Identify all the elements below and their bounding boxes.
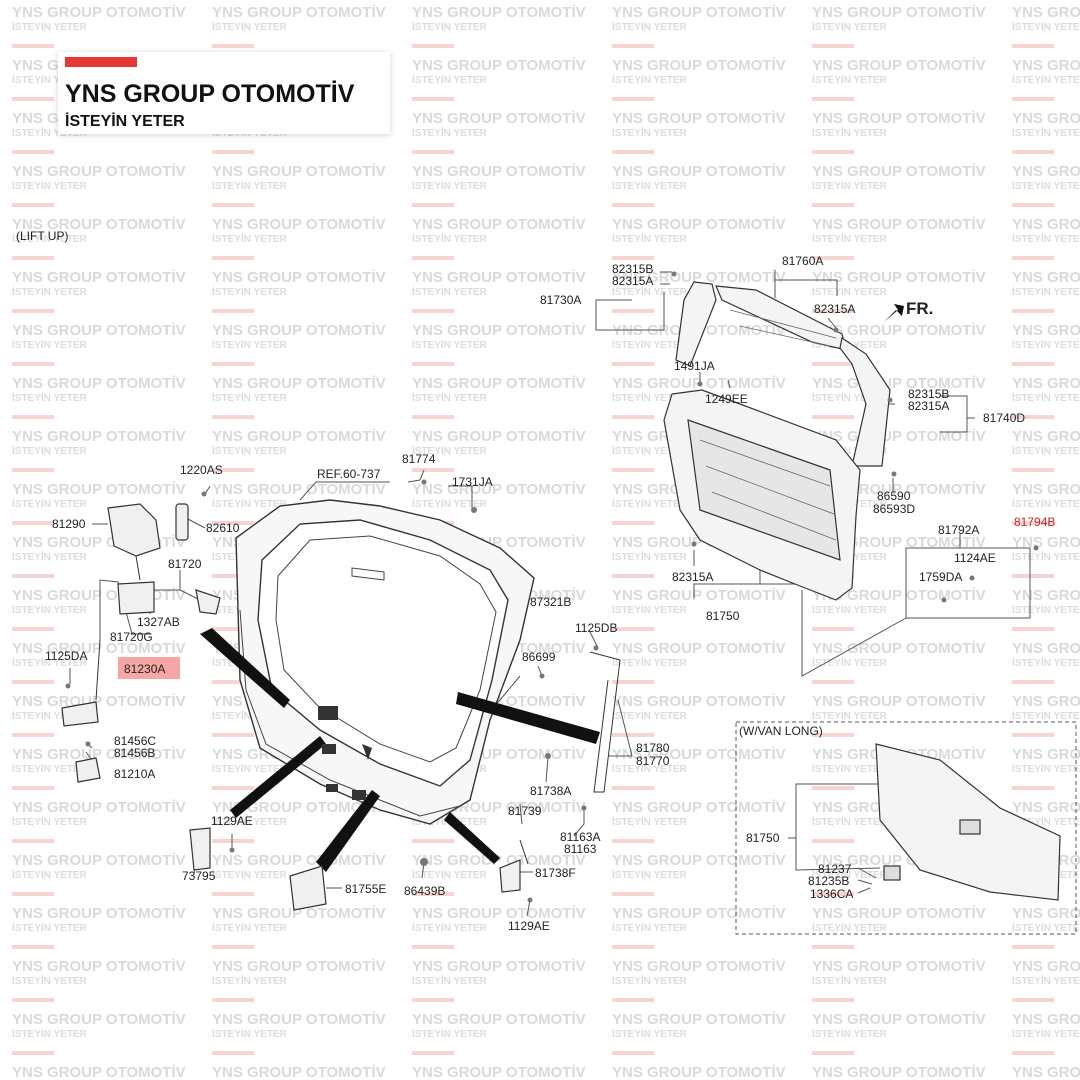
part-label-1125DA: 1125DA xyxy=(45,649,87,663)
part-labels: (LIFT UP) (W/VAN LONG) FR. REF.60-737 82… xyxy=(16,229,1055,933)
part-label-81738F: 81738F xyxy=(535,866,576,880)
part-label-81738A: 81738A xyxy=(530,784,571,798)
lock-components xyxy=(61,503,521,911)
part-label-81792A: 81792A xyxy=(938,523,979,537)
small-fasteners xyxy=(65,271,1039,903)
part-label-82315A-bottom: 82315A xyxy=(672,570,713,584)
part-label-81750-van: 81750 xyxy=(746,831,780,845)
door-latch-parts xyxy=(318,706,372,800)
part-label-81237: 81237 xyxy=(818,862,852,876)
upper-trim-parts xyxy=(663,281,891,601)
part-label-81210A: 81210A xyxy=(114,767,155,781)
view-label-van-long: (W/VAN LONG) xyxy=(739,724,823,738)
part-label-82610: 82610 xyxy=(206,521,240,535)
part-label-81456B: 81456B xyxy=(114,746,155,760)
part-label-81739: 81739 xyxy=(508,804,542,818)
part-label-86439B: 86439B xyxy=(404,884,445,898)
part-label-81774: 81774 xyxy=(402,452,436,466)
part-label-81290: 81290 xyxy=(52,517,86,531)
part-label-81456C: 81456C xyxy=(114,734,156,748)
part-label-81163A: 81163A xyxy=(560,830,600,844)
front-label: FR. xyxy=(906,299,933,318)
part-label-86590: 86590 xyxy=(877,489,911,503)
part-label-86593D: 86593D xyxy=(873,502,915,516)
part-label-81740D: 81740D xyxy=(983,411,1025,425)
part-label-1124AE: 1124AE xyxy=(954,551,996,565)
logo-accent-bar xyxy=(65,57,137,67)
part-label-82315B-right: 82315B xyxy=(908,387,949,401)
part-label-81750-top: 81750 xyxy=(706,609,740,623)
part-label-82315A-right: 82315A xyxy=(814,302,855,316)
part-label-81720G: 81720G xyxy=(110,630,153,644)
part-label-1336CA: 1336CA xyxy=(810,887,853,901)
part-label-81794B: 81794B xyxy=(1014,515,1055,529)
part-label-81230A: 81230A xyxy=(124,662,165,676)
part-label-81235B: 81235B xyxy=(808,874,849,888)
part-label-1249EE: 1249EE xyxy=(705,392,748,406)
part-label-1759DA: 1759DA xyxy=(919,570,962,584)
part-label-81163: 81163 xyxy=(564,842,597,856)
front-arrow-icon xyxy=(884,304,904,322)
reference-bars xyxy=(200,628,600,872)
view-label-lift-up: (LIFT UP) xyxy=(16,229,68,243)
part-label-1129AE-bottom: 1129AE xyxy=(508,919,550,933)
part-label-86699: 86699 xyxy=(522,650,556,664)
part-label-81720: 81720 xyxy=(168,557,202,571)
part-label-1125DB: 1125DB xyxy=(575,621,617,635)
ref-label: REF.60-737 xyxy=(317,467,381,481)
part-label-73795: 73795 xyxy=(182,869,216,883)
part-label-81760A: 81760A xyxy=(782,254,823,268)
part-label-82315B-top: 82315B xyxy=(612,262,653,276)
part-label-82315A-top: 82315A xyxy=(612,274,653,288)
part-label-81730A: 81730A xyxy=(540,293,581,307)
upper-trim-detail xyxy=(699,309,837,541)
part-label-1491JA: 1491JA xyxy=(674,359,715,373)
lock-cables xyxy=(95,555,621,865)
part-label-81770: 81770 xyxy=(636,754,670,768)
logo-name: YNS GROUP OTOMOTİV xyxy=(65,80,355,108)
highlight-box xyxy=(118,657,180,679)
logo-tagline: İSTEYİN YETER xyxy=(65,113,185,130)
part-label-1220AS: 1220AS xyxy=(180,463,223,477)
part-label-82315A-right2: 82315A xyxy=(908,399,949,413)
brand-logo: YNS GROUP OTOMOTİV İSTEYİN YETER xyxy=(58,52,390,134)
leader-lines xyxy=(69,270,1077,935)
van-long-trim-panel xyxy=(875,743,1061,901)
part-label-87321B: 87321B xyxy=(530,595,571,609)
part-label-1129AE-left: 1129AE xyxy=(211,814,253,828)
part-label-1731JA: 1731JA xyxy=(452,475,493,489)
part-label-1327AB: 1327AB xyxy=(137,615,180,629)
part-label-81755E: 81755E xyxy=(345,882,386,896)
part-label-81780: 81780 xyxy=(636,741,670,755)
